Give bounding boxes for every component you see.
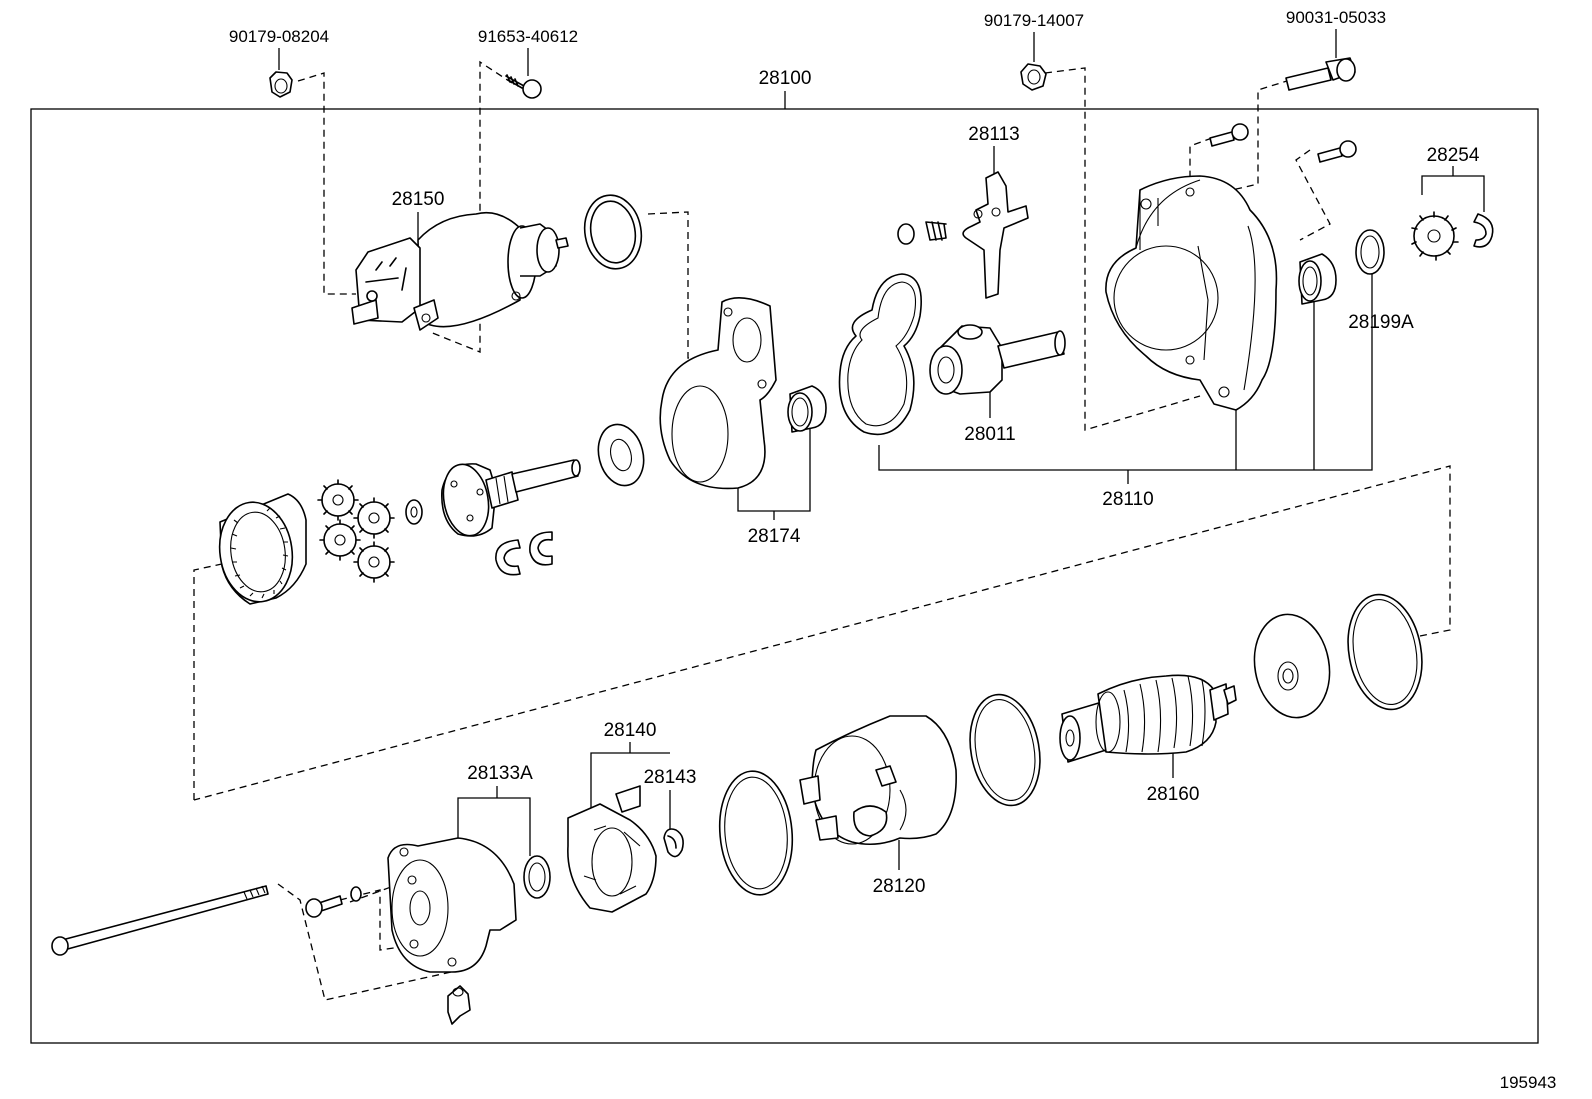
label-housing: 28110 — [1102, 489, 1153, 510]
nut-icon-top-right — [1020, 63, 1047, 91]
small-bolt-icon-1 — [1209, 123, 1249, 147]
leader-lines — [278, 29, 1485, 870]
label-solenoid: 28150 — [392, 189, 445, 210]
through-bolt-icon — [51, 885, 269, 956]
end-frame-icon — [387, 837, 517, 973]
planet-gear-icon-2 — [353, 497, 395, 539]
label-clutch: 28011 — [964, 424, 1015, 445]
label-lever: 28113 — [968, 124, 1019, 145]
label-nut-top-right: 90179-14007 — [984, 11, 1084, 30]
label-bushing-a: 28199A — [1348, 312, 1414, 333]
bushing-a-ring-icon — [1355, 229, 1385, 275]
clip-icon-2 — [529, 531, 553, 566]
planet-carrier-shaft-icon — [441, 459, 581, 537]
label-yoke: 28120 — [873, 876, 926, 897]
label-brush-holder: 28140 — [604, 720, 657, 741]
nut-icon-top-left — [269, 71, 293, 98]
label-assembly: 28100 — [759, 68, 812, 89]
solenoid-icon — [351, 211, 569, 331]
bearing-icon-28174 — [787, 385, 827, 433]
label-spring: 28143 — [644, 767, 697, 788]
end-seal-ring-icon — [1347, 593, 1423, 711]
gear-housing-icon — [659, 297, 777, 490]
planet-gear-icon-1 — [317, 479, 359, 521]
spring-icon-small — [925, 221, 947, 241]
ball-icon — [897, 223, 915, 245]
bolt-icon-top-right — [1285, 57, 1356, 91]
end-ring-icon — [523, 855, 551, 899]
armature-icon — [1059, 674, 1237, 763]
label-armature: 28160 — [1147, 784, 1200, 805]
label-bolt-top-right: 90031-05033 — [1286, 8, 1386, 27]
yoke-ring-icon — [718, 770, 794, 896]
tiny-ring-icon — [350, 886, 362, 902]
clutch-icon — [929, 324, 1066, 395]
planet-gear-icon-4 — [353, 541, 395, 583]
brush-holder-icon — [567, 785, 657, 913]
label-gear-shaft: 28174 — [748, 526, 801, 547]
pinion-gear-icon — [1411, 211, 1459, 261]
gasket-icon — [838, 273, 922, 436]
seal-ring-icon — [583, 194, 643, 270]
clip-icon-1 — [495, 539, 521, 576]
label-pinion: 28254 — [1427, 145, 1480, 166]
figure-code: 195943 — [1500, 1073, 1557, 1092]
drive-housing-icon — [1105, 175, 1278, 411]
screw-icon-top — [505, 74, 542, 99]
planet-gear-icon-3 — [319, 519, 361, 561]
drive-lever-icon — [962, 171, 1029, 299]
snap-ring-icon — [1473, 213, 1494, 248]
armature-ring-icon — [969, 693, 1041, 807]
washer-icon — [597, 423, 645, 487]
label-screw-top: 91653-40612 — [478, 27, 578, 46]
yoke-icon — [799, 715, 957, 846]
small-bolt-icon-2 — [1317, 140, 1357, 163]
label-nut-top-left: 90179-08204 — [229, 27, 329, 46]
ring-gear-icon — [218, 493, 307, 605]
brush-spring-icon — [663, 828, 684, 858]
grommet-icon — [447, 985, 471, 1025]
small-washer-icon — [405, 499, 423, 525]
bushing-icon — [1298, 253, 1337, 305]
label-end-frame: 28133A — [467, 763, 533, 784]
small-screw-icon — [305, 895, 343, 918]
end-plate-icon — [1253, 613, 1331, 719]
